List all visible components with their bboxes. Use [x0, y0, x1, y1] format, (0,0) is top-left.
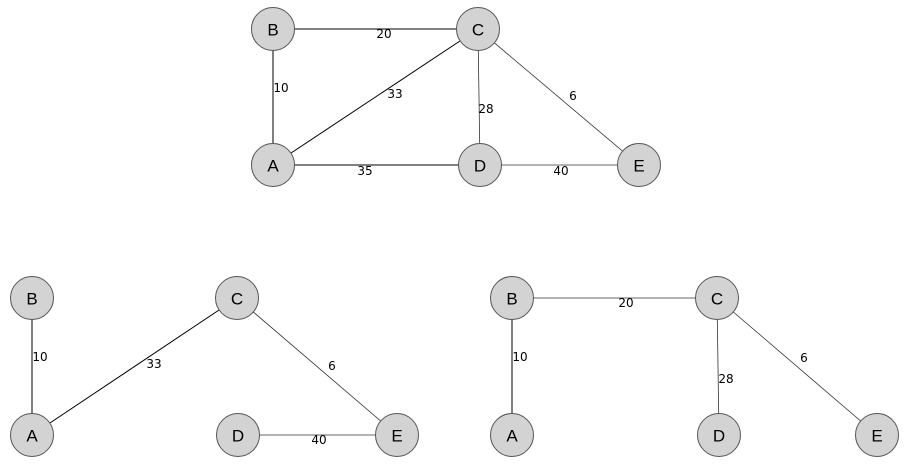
node-label: D: [474, 157, 486, 176]
node-b: B: [251, 7, 295, 51]
node-label: C: [711, 290, 723, 309]
edge-weight-a-c: 33: [387, 87, 402, 101]
edge-weight-d-e: 40: [311, 433, 326, 447]
node-label: C: [231, 290, 243, 309]
node-circle: [251, 7, 295, 51]
node-circle: [10, 276, 54, 320]
node-label: E: [633, 157, 644, 176]
node-label: E: [391, 427, 402, 446]
edge-weight-b-a: 10: [32, 350, 47, 364]
edge-a-c: [31, 297, 238, 436]
node-circle: [697, 413, 741, 457]
edge-weight-d-e: 40: [553, 164, 568, 178]
node-circle: [617, 143, 661, 187]
node-e: E: [855, 413, 899, 457]
edge-weight-b-a: 10: [273, 81, 288, 95]
edge-weight-b-c: 20: [376, 27, 391, 41]
edge-c-d: [716, 297, 720, 436]
node-label: A: [26, 427, 38, 446]
node-label: E: [871, 427, 882, 446]
node-circle: [216, 413, 260, 457]
edge-weight-c-d: 28: [478, 102, 493, 116]
edge-weight-b-a: 10: [512, 350, 527, 364]
node-e: E: [617, 143, 661, 187]
node-label: B: [506, 290, 517, 309]
node-circle: [458, 143, 502, 187]
node-c: C: [456, 7, 500, 51]
node-circle: [215, 276, 259, 320]
node-circle: [10, 413, 54, 457]
spanning-tree-right: 20 10 28 6A B C D E: [490, 276, 899, 457]
node-a: A: [251, 143, 295, 187]
node-circle: [695, 276, 739, 320]
node-c: C: [215, 276, 259, 320]
node-label: A: [506, 427, 518, 446]
node-a: A: [10, 413, 54, 457]
full-graph: 20 10 33 28 6 35 40 A B C D E: [251, 7, 661, 187]
node-d: D: [697, 413, 741, 457]
edge-weight-a-c: 33: [146, 357, 161, 371]
edge-c-e: [477, 28, 640, 166]
node-a: A: [490, 413, 534, 457]
node-label: A: [267, 157, 279, 176]
node-b: B: [490, 276, 534, 320]
node-c: C: [695, 276, 739, 320]
node-circle: [855, 413, 899, 457]
node-circle: [490, 276, 534, 320]
node-circle: [375, 413, 419, 457]
node-circle: [490, 413, 534, 457]
node-label: B: [267, 21, 278, 40]
node-d: D: [216, 413, 260, 457]
node-b: B: [10, 276, 54, 320]
node-label: B: [26, 290, 37, 309]
node-label: D: [232, 427, 244, 446]
edge-weight-a-d: 35: [357, 164, 372, 178]
node-circle: [456, 7, 500, 51]
edge-weight-c-e: 6: [800, 351, 808, 365]
node-d: D: [458, 143, 502, 187]
edge-weight-c-e: 6: [569, 89, 577, 103]
edge-weight-c-e: 6: [328, 359, 336, 373]
edge-c-d: [477, 28, 481, 166]
edge-c-e: [716, 297, 878, 436]
edge-weight-b-c: 20: [618, 296, 633, 310]
node-label: C: [472, 21, 484, 40]
node-circle: [251, 143, 295, 187]
edge-c-e: [236, 297, 398, 436]
node-e: E: [375, 413, 419, 457]
edge-a-c: [272, 28, 479, 166]
edge-weight-c-d: 28: [718, 372, 733, 386]
node-label: D: [713, 427, 725, 446]
spanning-tree-left: 10 33 6 40 A B C D E: [10, 276, 419, 457]
